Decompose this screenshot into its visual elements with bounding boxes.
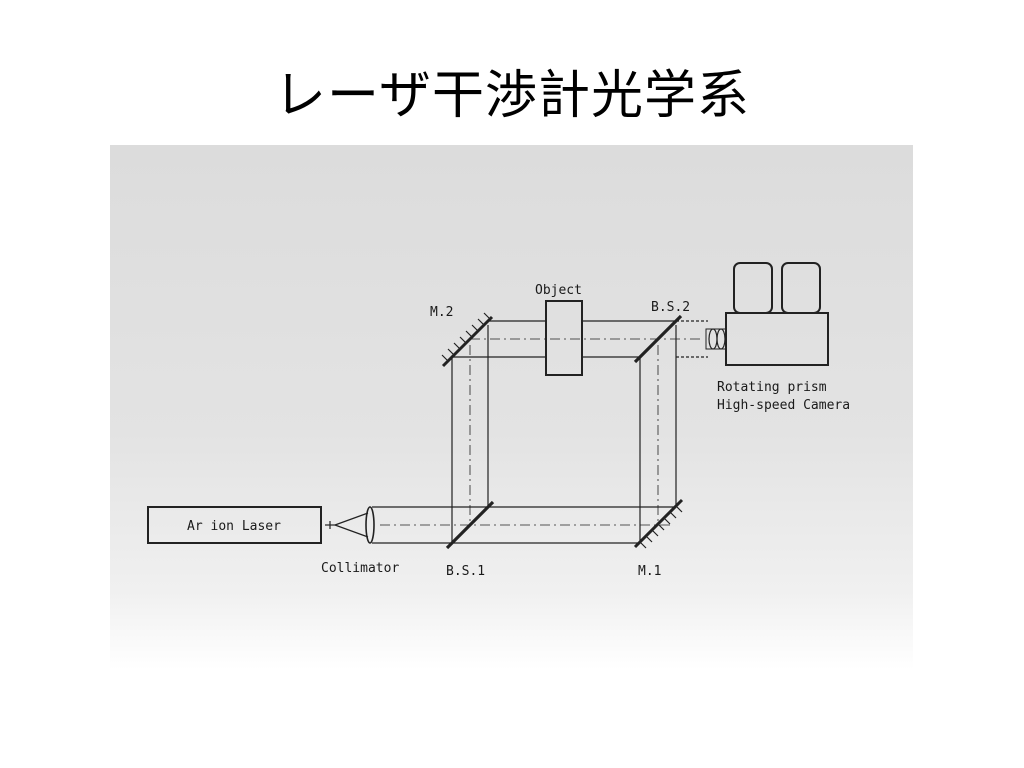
object-cell <box>545 300 583 376</box>
camera-label-line2: High-speed Camera <box>717 398 850 413</box>
bs2-label: B.S.2 <box>651 300 690 315</box>
mirror-2 <box>441 312 494 368</box>
collimator <box>325 506 375 544</box>
high-speed-camera <box>705 262 829 366</box>
collimator-label: Collimator <box>321 561 399 576</box>
upper-beam <box>452 320 700 358</box>
object-label: Object <box>535 283 582 298</box>
m2-label: M.2 <box>430 305 453 320</box>
laser-box <box>147 506 322 544</box>
left-vertical-beam <box>451 325 489 543</box>
bs1-label: B.S.1 <box>446 564 485 579</box>
interferometer-photo: Ar ion Laser Collimator B.S.1 M.1 M.2 B.… <box>110 145 913 670</box>
lower-beam <box>372 506 675 544</box>
slide-title: レーザ干渉計光学系 <box>274 66 750 126</box>
m1-label: M.1 <box>638 564 661 579</box>
output-beam <box>676 320 708 358</box>
laser-label: Ar ion Laser <box>187 519 281 534</box>
beam-splitter-2 <box>633 314 683 364</box>
mirror-1 <box>633 498 684 549</box>
optical-diagram: Ar ion Laser Collimator B.S.1 M.1 M.2 B.… <box>147 262 850 579</box>
beam-splitter-1 <box>445 500 495 550</box>
right-vertical-beam <box>639 325 677 543</box>
camera-label-line1: Rotating prism <box>717 380 827 395</box>
